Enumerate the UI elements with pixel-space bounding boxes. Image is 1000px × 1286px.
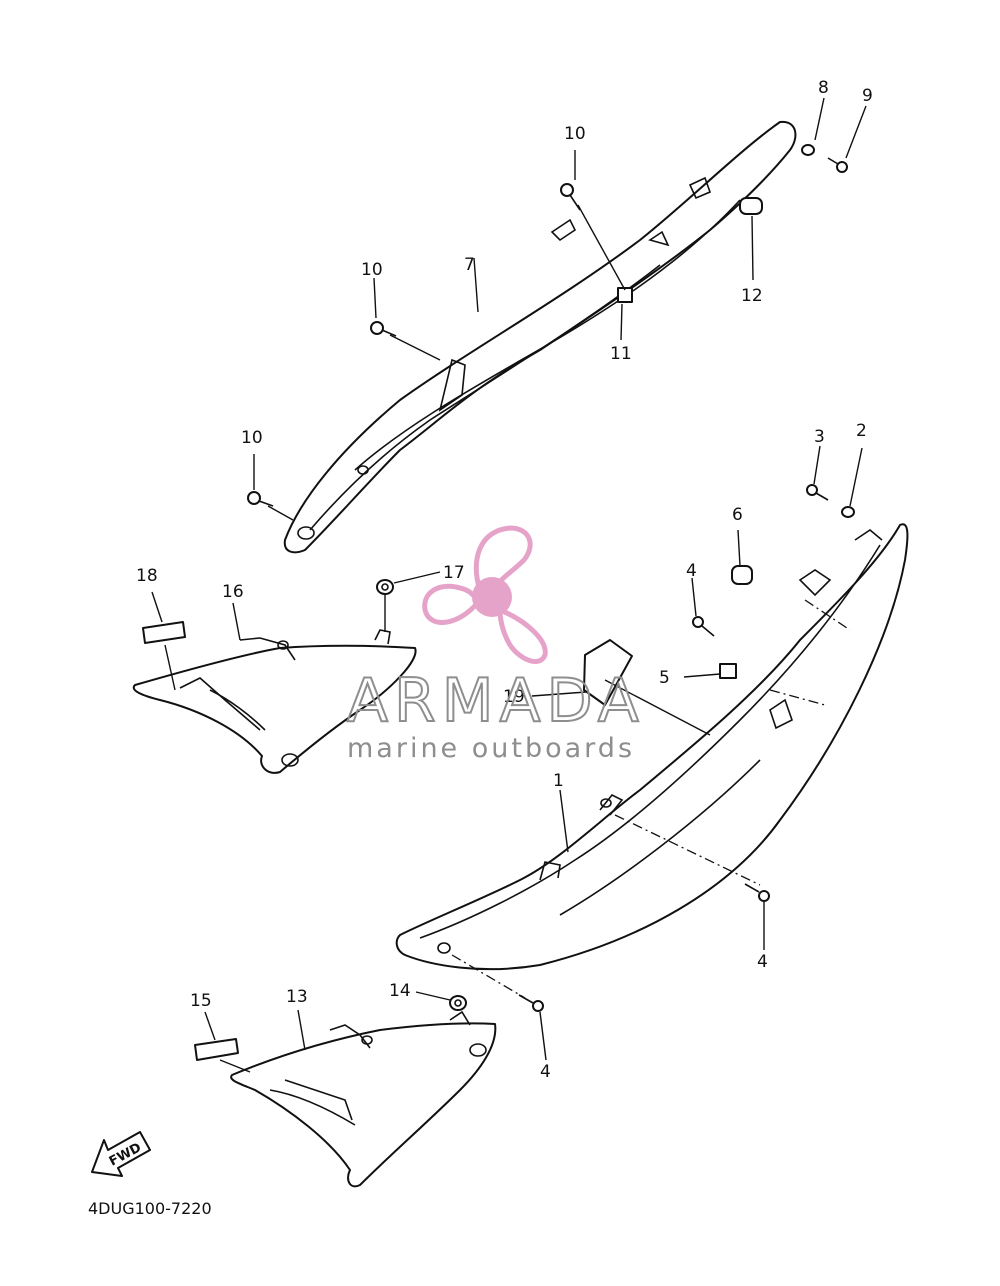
callout-number: 10 <box>564 124 586 144</box>
grommet-icon <box>731 565 753 585</box>
part-15-pad <box>194 1038 239 1061</box>
watermark: ARMADA marine outboards <box>346 525 645 764</box>
screw-icon <box>560 183 581 211</box>
screw-icon <box>806 484 829 501</box>
callout-number: 7 <box>464 255 475 275</box>
part-7-side-cover-upper <box>283 120 797 554</box>
callout-number: 19 <box>503 687 525 707</box>
part-1-side-cover-main <box>395 523 909 971</box>
screw-icon <box>744 883 770 902</box>
callout-number: 4 <box>686 561 697 581</box>
callout-number: 2 <box>856 421 867 441</box>
washer-icon <box>449 995 467 1011</box>
part-19-label <box>583 639 633 706</box>
callout-number: 6 <box>732 505 743 525</box>
nut-clip-icon <box>617 287 633 303</box>
callout-number: 9 <box>862 86 873 106</box>
callout-number: 4 <box>540 1062 551 1082</box>
washer-icon <box>801 144 815 156</box>
callout-number: 3 <box>814 427 825 447</box>
callout-number: 15 <box>190 991 212 1011</box>
diagram-code: 4DUG100-7220 <box>88 1199 212 1218</box>
fwd-arrow-icon: FWD <box>91 1131 151 1177</box>
callout-number: 13 <box>286 987 308 1007</box>
screw-icon <box>827 157 848 173</box>
callout-number: 8 <box>818 78 829 98</box>
screw-icon <box>370 321 397 337</box>
washer-icon <box>841 506 855 518</box>
callout-number: 17 <box>443 563 465 583</box>
callout-number: 10 <box>241 428 263 448</box>
screw-icon <box>692 616 715 637</box>
propeller-logo-icon <box>422 525 548 664</box>
callout-number: 16 <box>222 582 244 602</box>
screw-icon <box>518 994 544 1012</box>
watermark-tagline: marine outboards <box>347 733 635 764</box>
callout-number: 4 <box>757 952 768 972</box>
nut-clip-icon <box>719 663 737 679</box>
washer-icon <box>376 579 394 595</box>
callout-number: 1 <box>553 771 564 791</box>
callout-number: 12 <box>741 286 763 306</box>
part-13-side-panel <box>230 1010 497 1188</box>
part-16-side-panel <box>132 629 417 774</box>
screw-icon <box>247 491 274 507</box>
part-18-pad <box>142 621 186 644</box>
grommet-icon <box>739 197 763 215</box>
callout-number: 11 <box>610 344 632 364</box>
watermark-brand: ARMADA <box>347 666 645 736</box>
callout-number: 14 <box>389 981 411 1001</box>
callout-number: 10 <box>361 260 383 280</box>
callout-labels: 10 8 9 10 7 12 11 10 3 2 6 4 18 16 17 5 … <box>136 78 873 1082</box>
callout-number: 5 <box>659 668 670 688</box>
callout-number: 18 <box>136 566 158 586</box>
